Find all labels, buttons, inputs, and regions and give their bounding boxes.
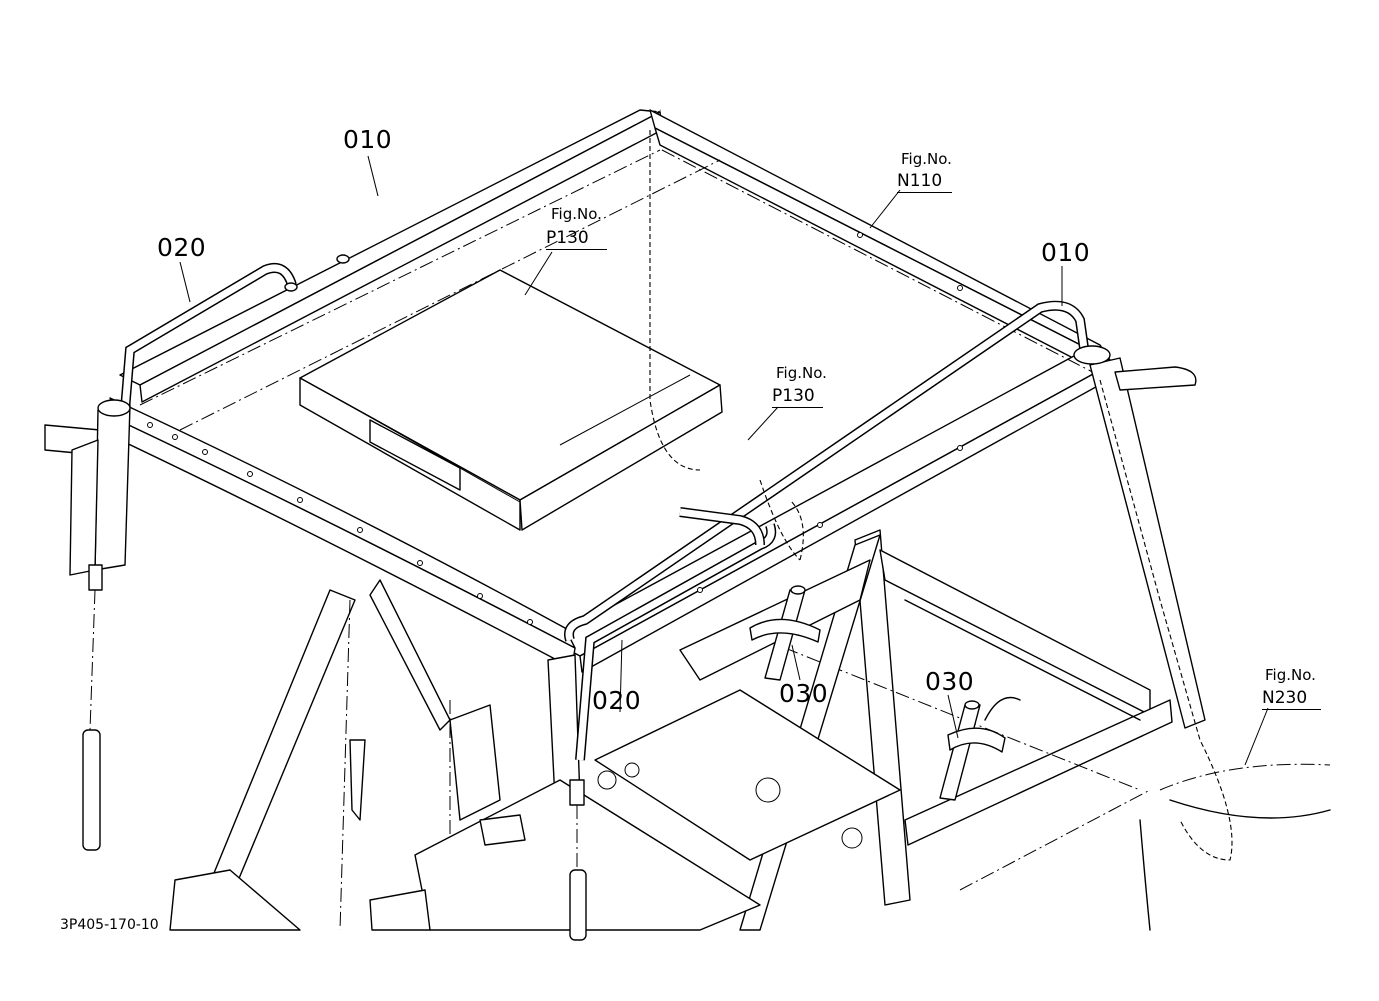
clip-030-right: [939, 696, 1021, 801]
harness-route-right: [1099, 379, 1233, 861]
figure-ref-n230[interactable]: N230: [1262, 690, 1322, 710]
drawing-code: 3P405-170-10: [60, 917, 159, 933]
figure-ref-n230-label: Fig.No.: [1265, 666, 1316, 684]
harness-route: [649, 130, 701, 471]
part-number-010-rear[interactable]: 010: [343, 125, 393, 154]
part-number-020-left[interactable]: 020: [157, 233, 207, 262]
grab-handle-010-rear: [325, 78, 663, 264]
clip-030-center: [749, 499, 821, 681]
figure-ref-p130-panel[interactable]: P130: [546, 230, 607, 250]
cab-structure: [44, 357, 1331, 931]
figure-ref-n110-label: Fig.No.: [901, 150, 952, 168]
figure-ref-p130-panel-label: Fig.No.: [551, 205, 602, 223]
part-number-020-front[interactable]: 020: [592, 686, 642, 715]
figure-ref-n110[interactable]: N110: [897, 173, 953, 193]
figure-ref-p130-handle-label: Fig.No.: [776, 364, 827, 382]
part-number-010-right[interactable]: 010: [1041, 238, 1091, 267]
grab-handle-020-left: [69, 262, 298, 851]
harness-route-mid: [759, 479, 801, 561]
roof-panel: [299, 269, 723, 531]
figure-ref-p130-handle[interactable]: P130: [772, 388, 823, 408]
beam-holes: [147, 232, 963, 625]
leader-lines: [179, 155, 1269, 766]
part-number-030-right[interactable]: 030: [925, 667, 975, 696]
grab-handle-020-front: [569, 507, 777, 941]
part-number-030-center[interactable]: 030: [779, 679, 829, 708]
grab-handle-010-right: [564, 300, 1111, 642]
